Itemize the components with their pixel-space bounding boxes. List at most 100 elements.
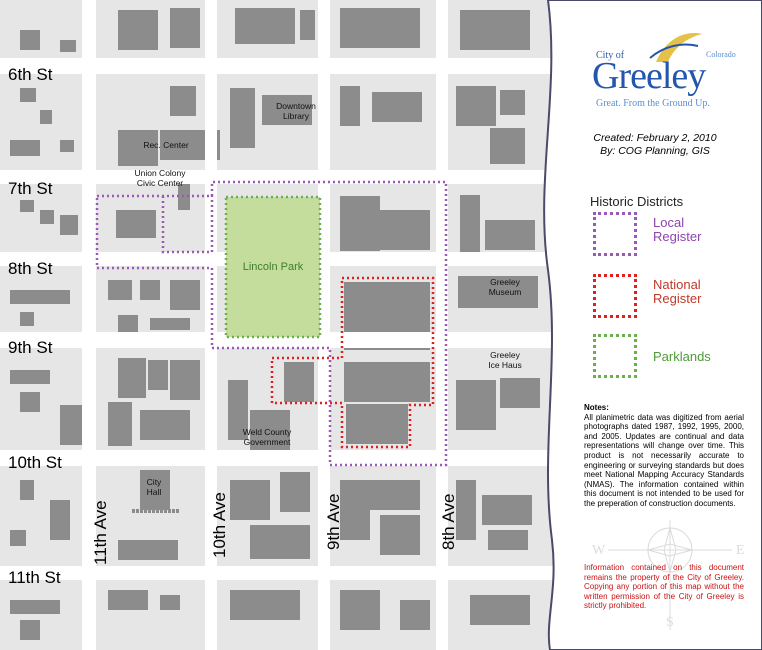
building-footprint: [148, 360, 168, 390]
street-label-10th-ave: 10th Ave: [210, 492, 229, 558]
building-footprint: [280, 472, 310, 512]
building-footprint: [400, 600, 430, 630]
legend-swatch-national: [593, 274, 637, 318]
building-footprint: [140, 470, 170, 510]
building-footprint: [20, 312, 34, 326]
building-footprint: [284, 362, 314, 402]
building-footprint: [116, 210, 156, 238]
building-footprint: [140, 410, 190, 440]
building-footprint: [340, 590, 380, 630]
street-label-8th: 8th St: [8, 259, 53, 278]
legend-swatch-parklands: [593, 334, 637, 378]
created-by: By: COG Planning, GIS: [600, 145, 710, 157]
compass-east: E: [736, 543, 745, 558]
street-v-3: [436, 0, 448, 650]
notes-block: Notes: All planimetric data was digitize…: [584, 403, 744, 509]
building-footprint: [230, 590, 300, 620]
compass-rose-icon: W E S: [592, 520, 745, 630]
building-footprints: [10, 8, 540, 640]
street-v-0: [82, 0, 96, 650]
building-footprint: [118, 130, 158, 166]
leaf-swoosh-icon: [649, 33, 702, 62]
building-footprint: [118, 358, 146, 398]
building-footprint: [228, 380, 248, 440]
building-footprint: [500, 378, 540, 408]
logo-wordmark: Greeley: [592, 55, 706, 97]
city-logo: City of Colorado Greeley Great. From the…: [588, 28, 748, 118]
compass-south: S: [666, 615, 674, 630]
notes-heading: Notes:: [584, 403, 609, 412]
street-label-9th: 9th St: [8, 338, 53, 357]
street-label-9th-ave: 9th Ave: [324, 494, 343, 550]
building-footprint: [10, 600, 60, 614]
street-label-8th-ave: 8th Ave: [439, 494, 458, 550]
building-footprint: [485, 220, 535, 250]
building-footprint: [262, 95, 312, 125]
building-footprint: [10, 530, 26, 546]
street-label-7th: 7th St: [8, 179, 53, 198]
created-info: Created: February 2, 2010 By: COG Planni…: [548, 132, 762, 158]
national-register-boundary[interactable]: [270, 276, 435, 449]
building-footprint: [20, 620, 40, 640]
street-label-10th: 10th St: [8, 453, 62, 472]
building-footprint: [488, 530, 528, 550]
building-footprint: [40, 210, 54, 224]
street-v-2: [318, 0, 330, 650]
building-footprint: [10, 290, 70, 304]
building-footprint: [108, 280, 132, 300]
building-footprint: [370, 480, 420, 510]
street-h-4: [0, 450, 560, 466]
building-footprint: [60, 40, 76, 52]
building-footprint: [340, 86, 360, 126]
building-footprint: [460, 195, 480, 255]
building-footprint: [118, 540, 178, 560]
lincoln-park-area[interactable]: [224, 195, 322, 339]
building-footprint: [250, 410, 290, 450]
logo-tagline: Great. From the Ground Up.: [596, 98, 710, 109]
building-footprint: [108, 590, 148, 610]
building-footprint: [170, 8, 200, 48]
building-footprint: [344, 362, 430, 402]
building-footprint: [20, 392, 40, 412]
building-footprint: [170, 280, 200, 310]
building-footprint: [470, 595, 530, 625]
building-footprint: [230, 88, 255, 148]
building-footprint: [346, 404, 408, 444]
legend-panel: City of Colorado Greeley Great. From the…: [548, 0, 762, 650]
building-footprint: [20, 88, 36, 102]
legend-item-parklands[interactable]: Parklands: [593, 334, 743, 378]
building-footprint: [50, 500, 70, 540]
building-footprint: [300, 10, 315, 40]
building-footprint: [60, 140, 74, 152]
building-footprint: [380, 515, 420, 555]
building-footprint: [150, 318, 190, 330]
building-footprint: [490, 128, 525, 164]
rec-center-label: Rec. Center: [143, 140, 189, 150]
building-footprint: [20, 30, 40, 50]
building-footprint: [250, 525, 310, 559]
building-footprint: [10, 370, 50, 384]
lincoln-park-label: Lincoln Park: [243, 261, 304, 273]
street-h-3: [0, 332, 560, 348]
logo-city-of: City of: [596, 50, 625, 61]
notes-body: All planimetric data was digitized from …: [584, 412, 744, 508]
local-register-boundary[interactable]: [95, 180, 448, 467]
building-footprint: [235, 8, 295, 44]
building-footprint: [460, 10, 530, 50]
building-footprint: [108, 402, 132, 446]
building-footprint: [380, 210, 430, 250]
building-footprint: [482, 495, 532, 525]
building-footprint: [20, 480, 34, 500]
created-date: Created: February 2, 2010: [593, 132, 717, 144]
building-footprint: [230, 480, 270, 520]
street-label-6th: 6th St: [8, 65, 53, 84]
